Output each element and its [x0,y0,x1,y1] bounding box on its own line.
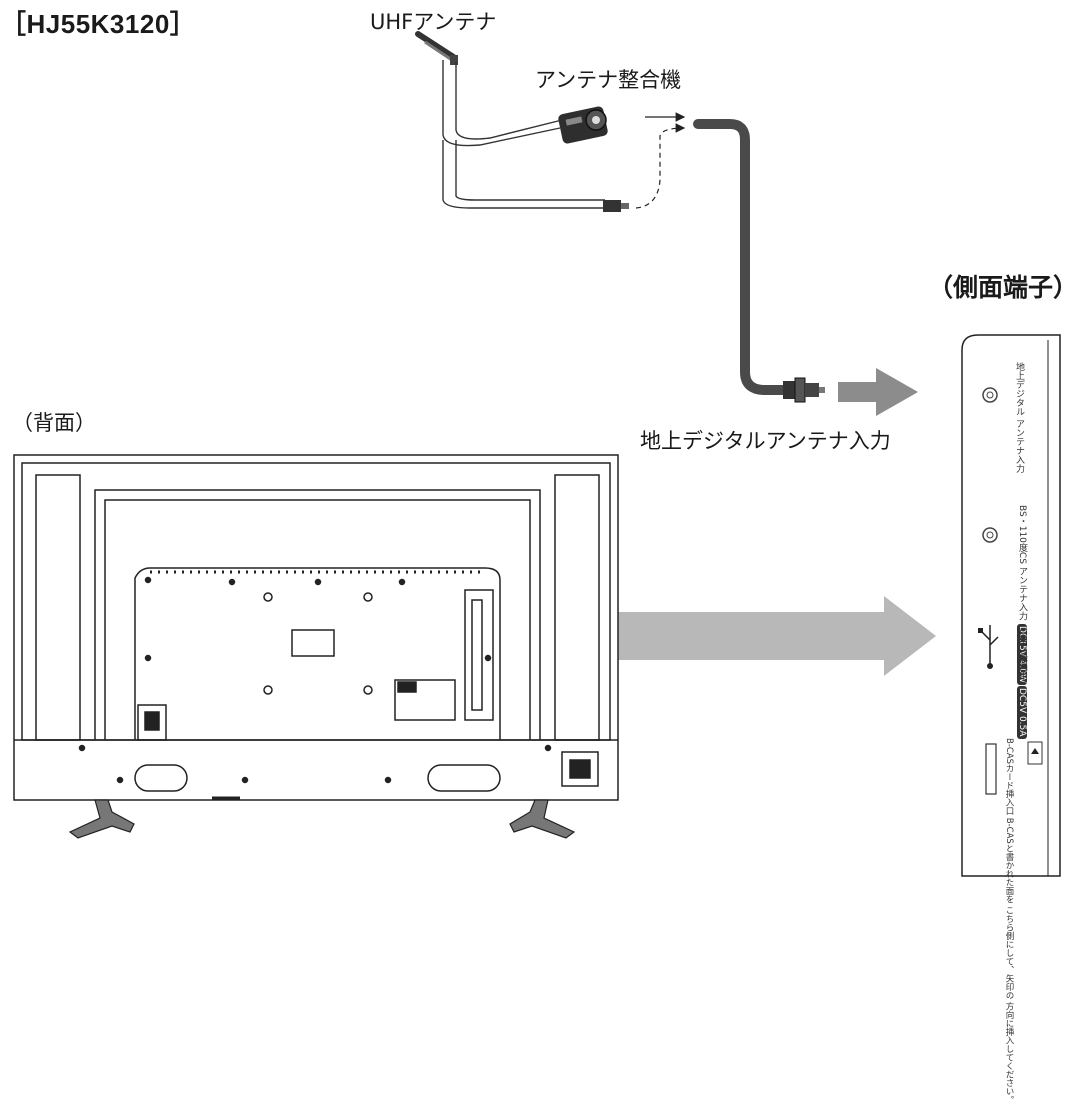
panel-terrestrial-label: 地上デジタル アンテナ入力 [1014,362,1024,473]
panel-bs-power: DC15V 4.0W [1017,623,1027,685]
tv-stand-right [509,799,576,839]
panel-bcas-label: B-CASカード挿入口 B-CASと書かれた面を こちら側にして、矢印の 方向に… [1004,738,1014,1104]
antenna-matcher-icon [558,106,608,144]
f-connector-icon [783,377,825,403]
plug-icon [603,200,629,212]
panel-bs-text: BS・110度CS アンテナ入力 [1017,505,1027,621]
rear-view-title: （背面） [12,411,96,435]
panel-usb-label: USB (録画用) DC5V 0.5A [1016,628,1027,739]
uhf-antenna-icon [415,31,458,65]
coaxial-cable [693,119,795,395]
antenna-matcher-label: アンテナ整合機 [535,68,682,92]
panel-bs-label: BS・110度CS アンテナ入力 DC15V 4.0W [1016,505,1027,685]
side-terminals-title: （側面端子） [928,273,1079,302]
model-number: ［HJ55K3120］ [0,9,197,39]
connection-arrows [635,112,686,209]
digital-antenna-input-label: 地上デジタルアンテナ入力 [640,429,891,453]
tv-rear-view [13,454,619,801]
tv-stand-left [68,799,135,839]
feeder-cables [442,60,605,209]
panel-usb-power: DC5V 0.5A [1017,686,1027,739]
diagram-drawing [13,31,1061,877]
side-terminal-panel [961,334,1061,877]
uhf-antenna-label: UHFアンテナ [370,10,497,34]
arrow-to-antenna-input [838,368,918,416]
panel-usb-text: USB (録画用) [1017,628,1027,684]
connection-diagram: ［HJ55K3120］ UHFアンテナ アンテナ整合機 （側面端子） （背面） … [0,9,1079,1104]
